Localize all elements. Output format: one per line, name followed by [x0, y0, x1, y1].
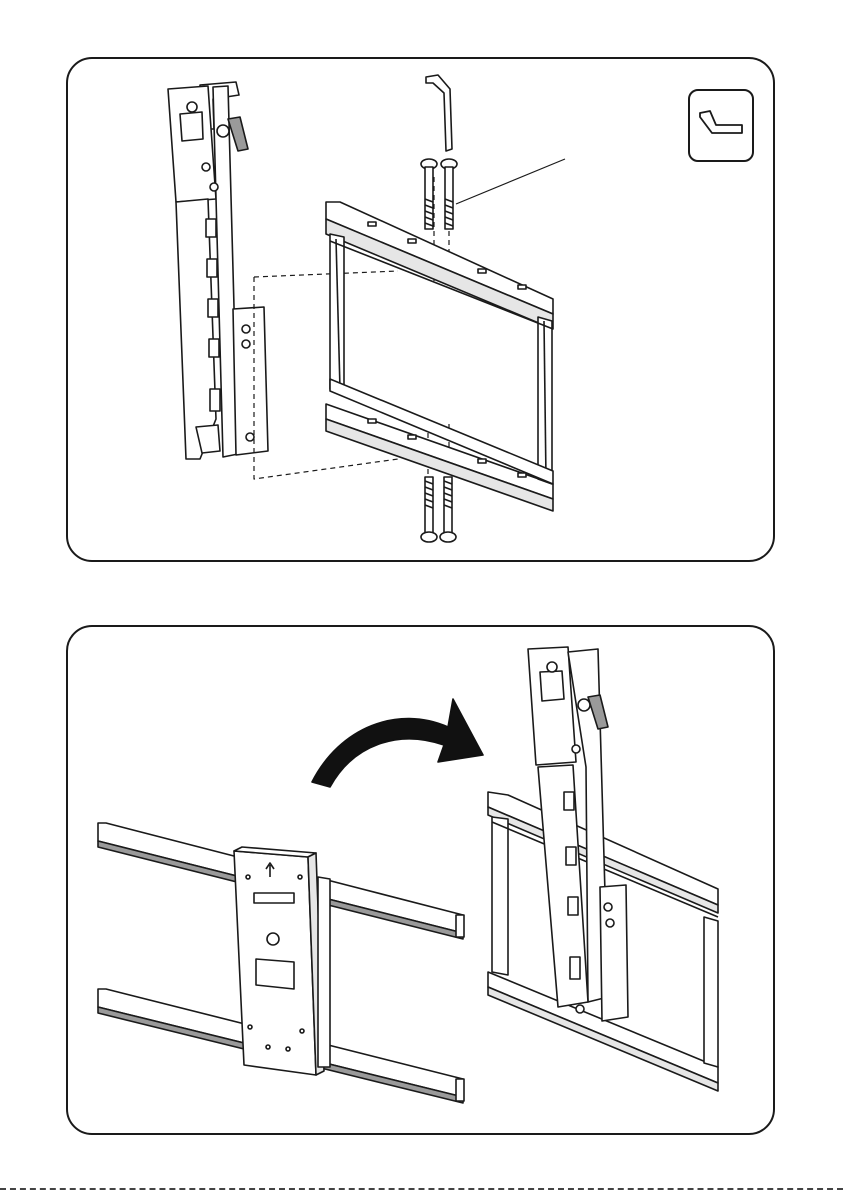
- vertical-bracket: [168, 82, 268, 459]
- curved-arrow-icon: [312, 699, 483, 787]
- step-panel-1: [66, 57, 775, 562]
- hex-key-icon: [690, 91, 752, 160]
- assembled-bracket: [488, 647, 718, 1091]
- screw-icon: [440, 532, 456, 542]
- tv-adapter-plate-with-rails: [98, 823, 464, 1103]
- page-bottom-dashed-rule: [0, 1188, 843, 1190]
- hex-key: [426, 75, 452, 151]
- step-2-illustration: [68, 627, 773, 1133]
- screw-icon: [421, 532, 437, 542]
- callout-leader-line: [456, 159, 565, 204]
- step-1-illustration: [68, 59, 773, 560]
- step-panel-2: [66, 625, 775, 1135]
- tool-required-box: [688, 89, 754, 162]
- bottom-bolts: [421, 477, 456, 542]
- top-bolts: [421, 159, 457, 229]
